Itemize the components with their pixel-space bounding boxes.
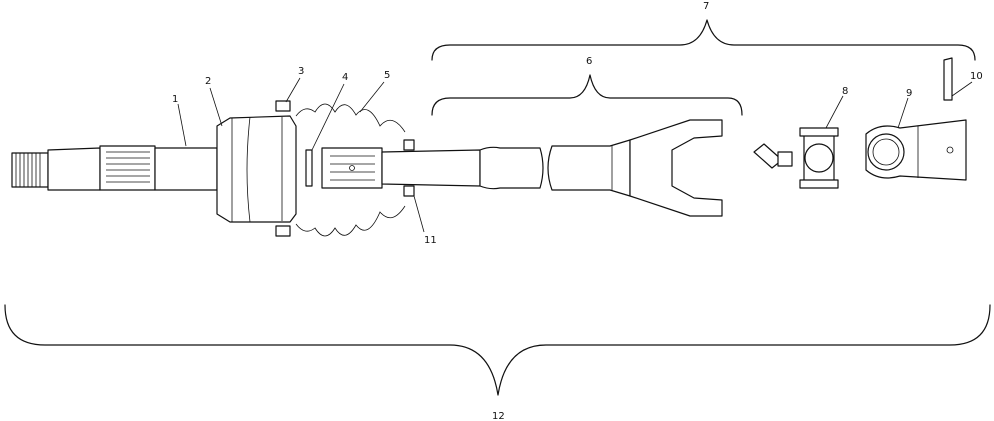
callout-4: 4 (342, 72, 348, 83)
pin-part-10 (943, 57, 953, 101)
brace-7 (431, 19, 976, 61)
joint-housing-part-2 (216, 115, 297, 223)
leader-lines (177, 77, 973, 233)
snap-ring-part-4 (305, 149, 313, 187)
brace-6 (431, 74, 743, 116)
boot-part-5 (295, 103, 406, 237)
callout-12: 12 (492, 411, 505, 421)
brace-12 (4, 304, 991, 396)
callout-2: 2 (205, 76, 211, 87)
grease-fitting-part-8 (753, 143, 793, 169)
callout-7: 7 (703, 1, 709, 12)
yoke-part-9 (865, 119, 967, 181)
stub-shaft-part-1 (11, 145, 218, 191)
callout-10: 10 (970, 71, 983, 82)
callout-6: 6 (586, 56, 592, 67)
callout-8: 8 (842, 86, 848, 97)
cross-bearing-part-8 (799, 127, 839, 189)
callout-3: 3 (298, 66, 304, 77)
callout-1: 1 (172, 94, 178, 105)
clamp-part-11 (403, 139, 415, 197)
clamp-part-3 (275, 100, 291, 237)
callout-5: 5 (384, 70, 390, 81)
callout-9: 9 (906, 88, 912, 99)
shaft-yoke-part-6 (321, 119, 723, 217)
callout-11: 11 (424, 235, 437, 246)
